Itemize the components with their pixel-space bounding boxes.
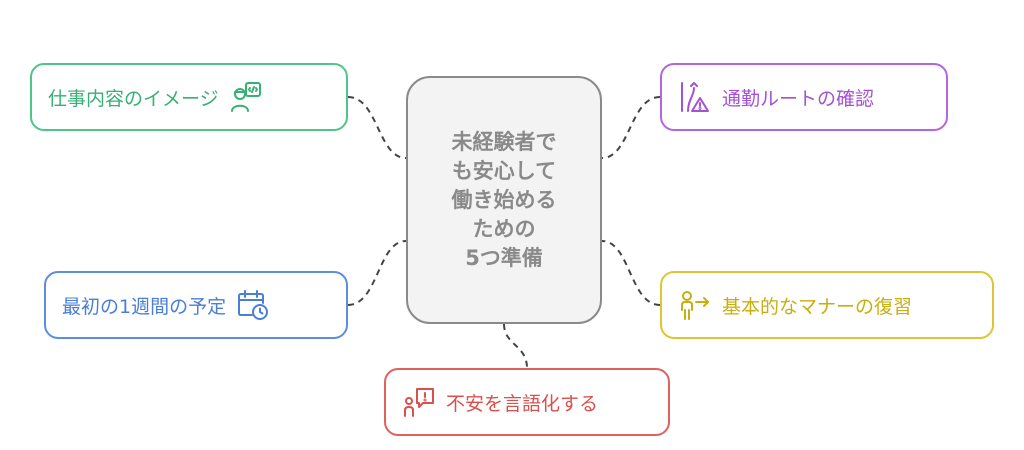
node-first-week-schedule: 最初の1週間の予定 xyxy=(44,271,348,339)
worker-code-icon xyxy=(230,82,261,112)
node-commute-route: 通勤ルートの確認 xyxy=(660,63,948,131)
node-verbalize-anxiety: 不安を言語化する xyxy=(384,368,670,436)
central-topic: 未経験者で も安心して 働き始める ための 5つ準備 xyxy=(406,76,602,324)
node-label: 不安を言語化する xyxy=(446,392,599,415)
node-label: 最初の1週間の予定 xyxy=(62,295,227,318)
node-basic-manners: 基本的なマナーの復習 xyxy=(660,271,994,339)
connector-3 xyxy=(347,240,407,306)
connector-5 xyxy=(503,323,528,369)
route-warning-icon xyxy=(681,82,709,112)
connector-4 xyxy=(601,240,661,306)
node-job-image: 仕事内容のイメージ xyxy=(30,63,348,131)
node-label: 通勤ルートの確認 xyxy=(722,87,875,110)
person-arrow-icon xyxy=(681,291,709,320)
node-label: 基本的なマナーの復習 xyxy=(722,295,913,318)
person-speech-alert-icon xyxy=(404,388,434,417)
calendar-clock-icon xyxy=(238,290,269,320)
node-label: 仕事内容のイメージ xyxy=(48,87,219,110)
connector-2 xyxy=(601,96,661,159)
central-topic-text: 未経験者で も安心して 働き始める ための 5つ準備 xyxy=(451,129,557,270)
connector-1 xyxy=(347,96,407,159)
